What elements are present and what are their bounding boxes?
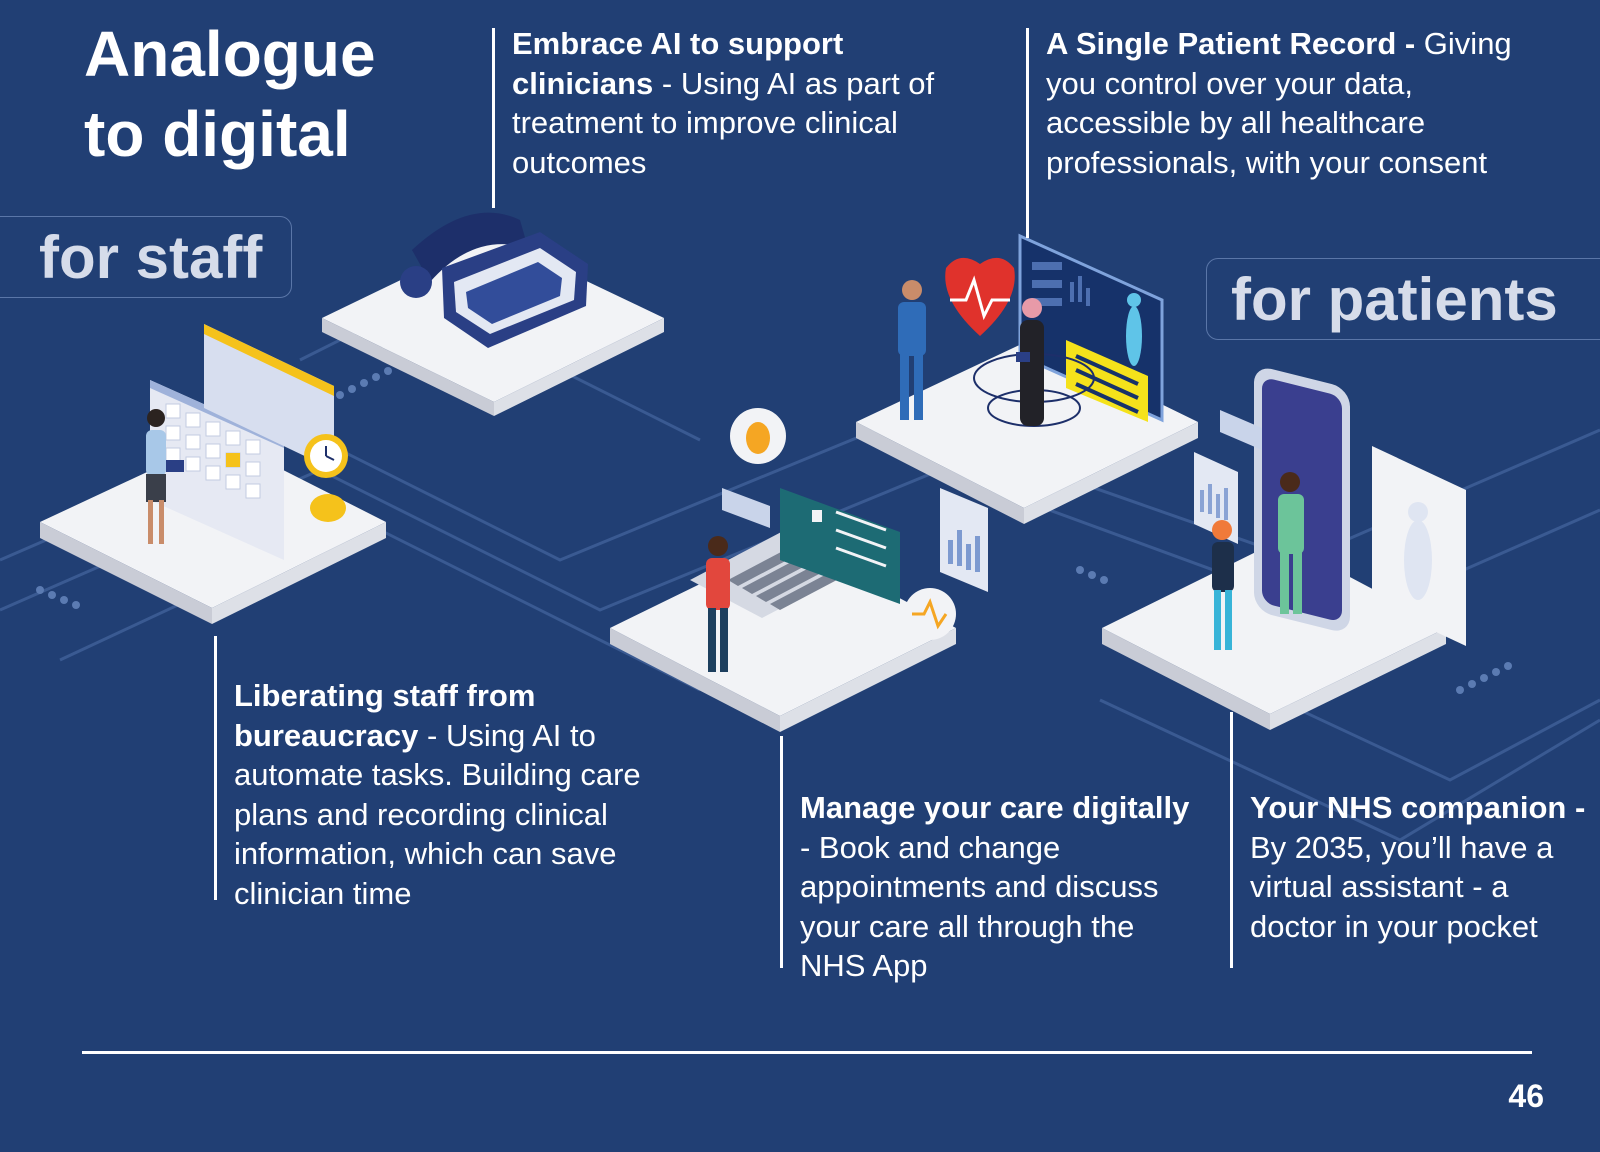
title-line-1: Analogue	[84, 18, 376, 90]
circuit-dots	[36, 361, 1512, 694]
callout-embrace-ai: Embrace AI to support clinicians - Using…	[492, 24, 952, 208]
nurse-figure	[1278, 472, 1304, 614]
for-patients-label: for patients	[1206, 258, 1600, 340]
calendar-icon	[150, 324, 348, 560]
callout-manage-care: Manage your care digitally - Book and ch…	[780, 736, 1190, 986]
callout-heading: Manage your care digitally	[800, 790, 1190, 825]
laptop-icon	[690, 408, 988, 640]
patient-figure	[1016, 298, 1044, 426]
callout-text: By 2035, you’ll have a virtual assistant…	[1250, 829, 1554, 944]
callout-single-patient-record: A Single Patient Record - Giving you con…	[1026, 24, 1546, 238]
page-number: 46	[1508, 1078, 1544, 1114]
callout-leader-line	[780, 736, 783, 968]
callout-text: Giving you control over your data, acces…	[1046, 26, 1512, 180]
callout-liberating-staff: Liberating staff from bureaucracy - Usin…	[214, 636, 674, 913]
callout-leader-line	[214, 636, 217, 900]
callout-text: - Book and change appointments and discu…	[800, 829, 1159, 984]
callout-heading: A Single Patient Record -	[1046, 26, 1416, 61]
doctor-figure	[898, 280, 926, 420]
patient-woman-figure	[1212, 520, 1234, 650]
callout-heading: Your NHS companion -	[1250, 790, 1586, 825]
callout-heading: Liberating staff from bureaucracy	[234, 678, 536, 753]
for-staff-label: for staff	[0, 216, 292, 298]
callout-text: - Using AI to automate tasks. Building c…	[234, 717, 641, 911]
title-line-2: to digital	[84, 98, 351, 170]
laptop-user-figure	[706, 536, 730, 672]
staff-figure	[146, 409, 184, 544]
callout-text: - Using AI as part of treatment to impro…	[512, 65, 935, 180]
page-title: Analogue to digital	[84, 14, 376, 174]
callout-nhs-companion: Your NHS companion - By 2035, you’ll hav…	[1230, 712, 1590, 968]
callout-leader-line	[492, 28, 495, 208]
callout-heading: Embrace AI to support clinicians	[512, 26, 844, 101]
footer-divider	[82, 1051, 1532, 1054]
vr-headset-icon	[400, 212, 588, 348]
callout-leader-line	[1026, 28, 1029, 238]
platform-companion	[1102, 540, 1446, 730]
callout-leader-line	[1230, 712, 1233, 968]
